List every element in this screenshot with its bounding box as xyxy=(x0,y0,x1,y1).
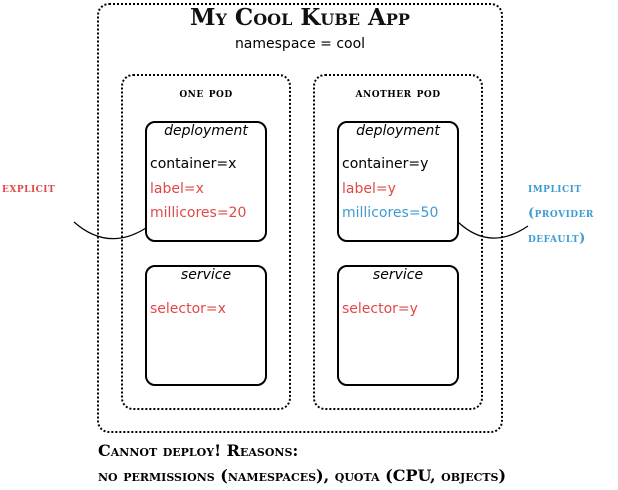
service-box-one xyxy=(145,265,267,386)
implicit-annotation-line2: (provider xyxy=(528,206,594,221)
pod-boundary-one xyxy=(121,74,291,410)
deployment-heading-another: deployment xyxy=(356,123,440,139)
deployment-line-label-one: label=x xyxy=(150,181,204,197)
deployment-heading-one: deployment xyxy=(164,123,248,139)
deployment-line-container-another: container=y xyxy=(342,156,429,172)
implicit-annotation-line1: implicit xyxy=(528,181,582,196)
app-title: My Cool Kube App xyxy=(190,4,410,31)
service-line-selector-one: selector=x xyxy=(150,301,226,317)
service-box-another xyxy=(337,265,459,386)
service-heading-another: service xyxy=(372,267,424,283)
explicit-annotation: explicit xyxy=(2,181,56,196)
namespace-label: namespace = cool xyxy=(234,36,366,52)
explicit-connector-curve xyxy=(73,221,147,240)
implicit-annotation-line3: default) xyxy=(528,231,586,246)
app-boundary xyxy=(97,3,503,433)
footer-line1: Cannot deploy! Reasons: xyxy=(98,441,299,460)
footer-line2: no permissions (namespaces), quota (CPU,… xyxy=(98,466,507,485)
deployment-box-another xyxy=(337,121,459,242)
pod-boundary-another xyxy=(313,74,483,410)
pod-label-one: one pod xyxy=(179,86,233,101)
deployment-line-container-one: container=x xyxy=(150,156,237,172)
deployment-line-millicores-another: millicores=50 xyxy=(342,205,439,221)
service-line-selector-another: selector=y xyxy=(342,301,418,317)
pod-label-another: another pod xyxy=(355,86,441,101)
implicit-connector-curve xyxy=(457,221,529,239)
deployment-line-millicores-one: millicores=20 xyxy=(150,205,247,221)
service-heading-one: service xyxy=(180,267,232,283)
deployment-line-label-another: label=y xyxy=(342,181,396,197)
deployment-box-one xyxy=(145,121,267,242)
